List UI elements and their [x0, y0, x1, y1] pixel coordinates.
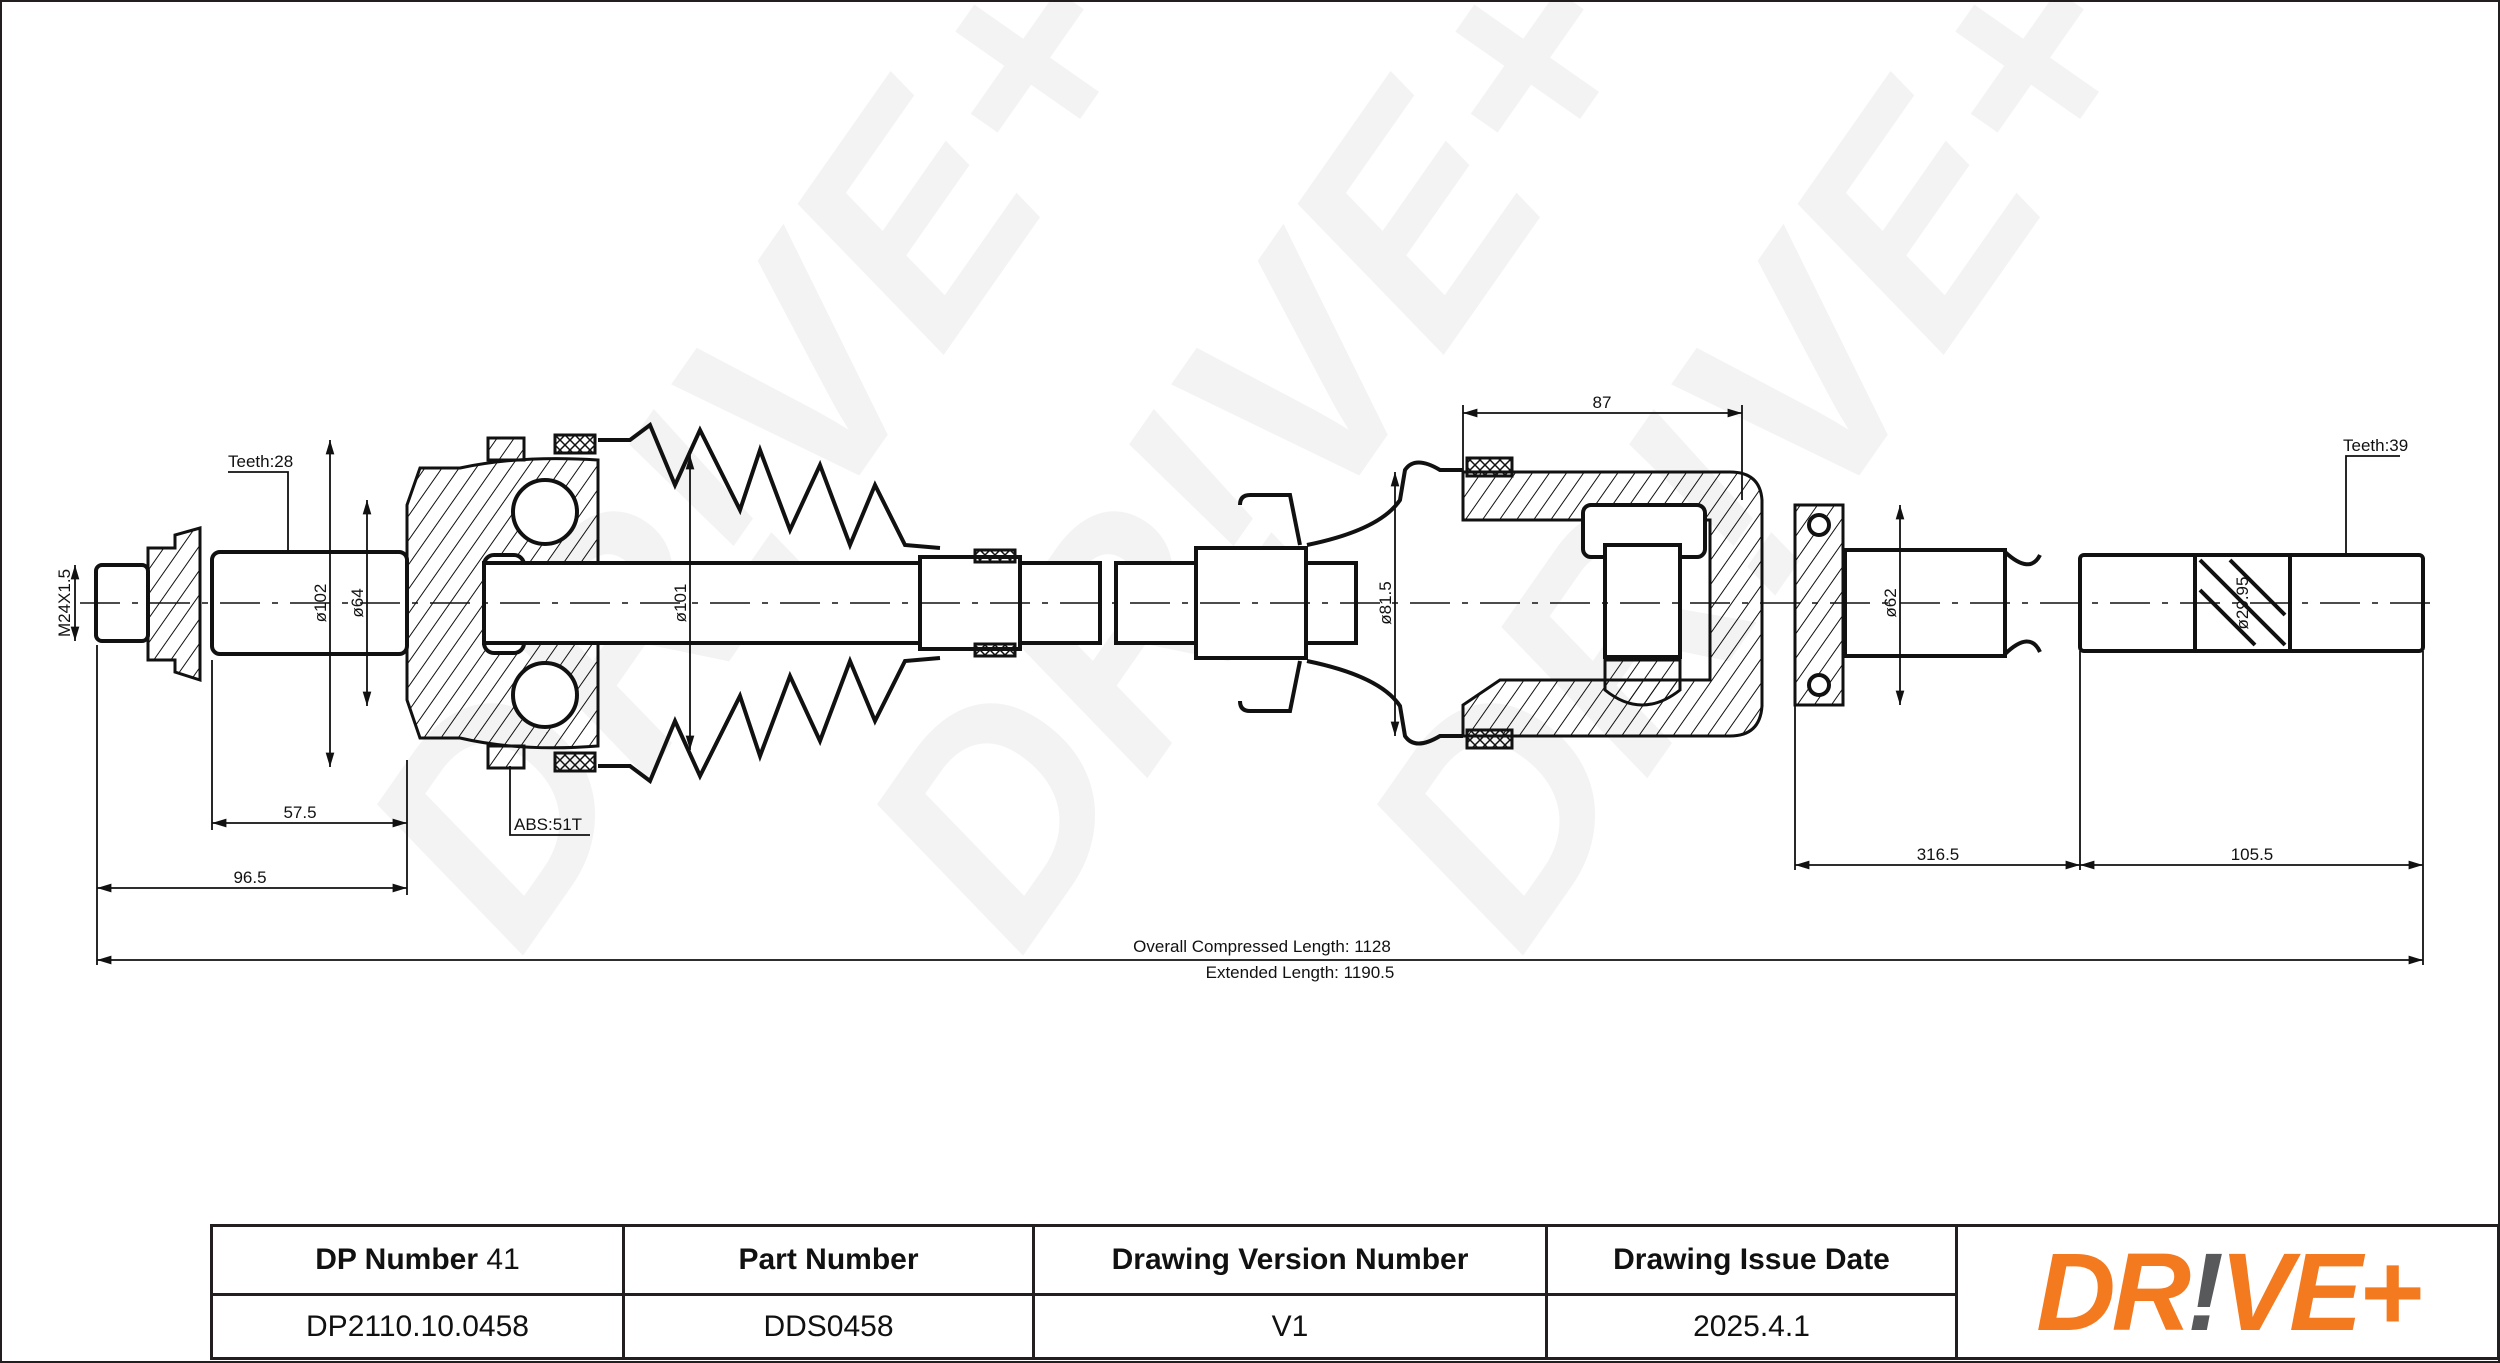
- dim-105-5: 105.5: [2231, 845, 2274, 864]
- issue-date-header: Drawing Issue Date: [1545, 1224, 1958, 1296]
- part-number-value: DDS0458: [622, 1293, 1035, 1360]
- dia-29-95-label: ø29.95: [2233, 577, 2252, 630]
- outer-cv-joint: [94, 436, 600, 770]
- title-block: DP Number 41 Part Number Drawing Version…: [210, 1224, 2500, 1360]
- extended-length: Extended Length: 1190.5: [1206, 963, 1395, 982]
- dia-64-label: ø64: [348, 588, 367, 617]
- dia-62-label: ø62: [1881, 588, 1900, 617]
- abs-label: ABS:51T: [514, 815, 582, 834]
- outer-boot: [598, 421, 941, 785]
- dimension-lines: [70, 405, 2424, 965]
- version-header: Drawing Version Number: [1032, 1224, 1548, 1296]
- dim-316-5: 316.5: [1917, 845, 1960, 864]
- tripod-roller: [1603, 543, 1682, 659]
- part-number-header: Part Number: [622, 1224, 1035, 1296]
- teeth-left-label: Teeth:28: [228, 452, 293, 471]
- dia-81-5-label: ø81.5: [1376, 581, 1395, 624]
- drive-logo: DR!VE+: [1955, 1224, 2500, 1360]
- thread-label: M24X1.5: [55, 569, 74, 637]
- version-value: V1: [1032, 1293, 1548, 1360]
- dim-96-5: 96.5: [233, 868, 266, 887]
- dp-number-value: DP2110.10.0458: [210, 1293, 625, 1360]
- boot-clamp: [553, 433, 597, 455]
- nut: [146, 526, 202, 683]
- dia-102-label: ø102: [311, 584, 330, 623]
- dp-number-header: DP Number 41: [210, 1224, 625, 1296]
- overall-compressed-length: Overall Compressed Length: 1128: [1133, 937, 1391, 956]
- issue-date-value: 2025.4.1: [1545, 1293, 1958, 1360]
- dim-57-5: 57.5: [283, 803, 316, 822]
- dim-87: 87: [1593, 393, 1612, 412]
- teeth-right-label: Teeth:39: [2343, 436, 2408, 455]
- dia-101-label: ø101: [671, 584, 690, 623]
